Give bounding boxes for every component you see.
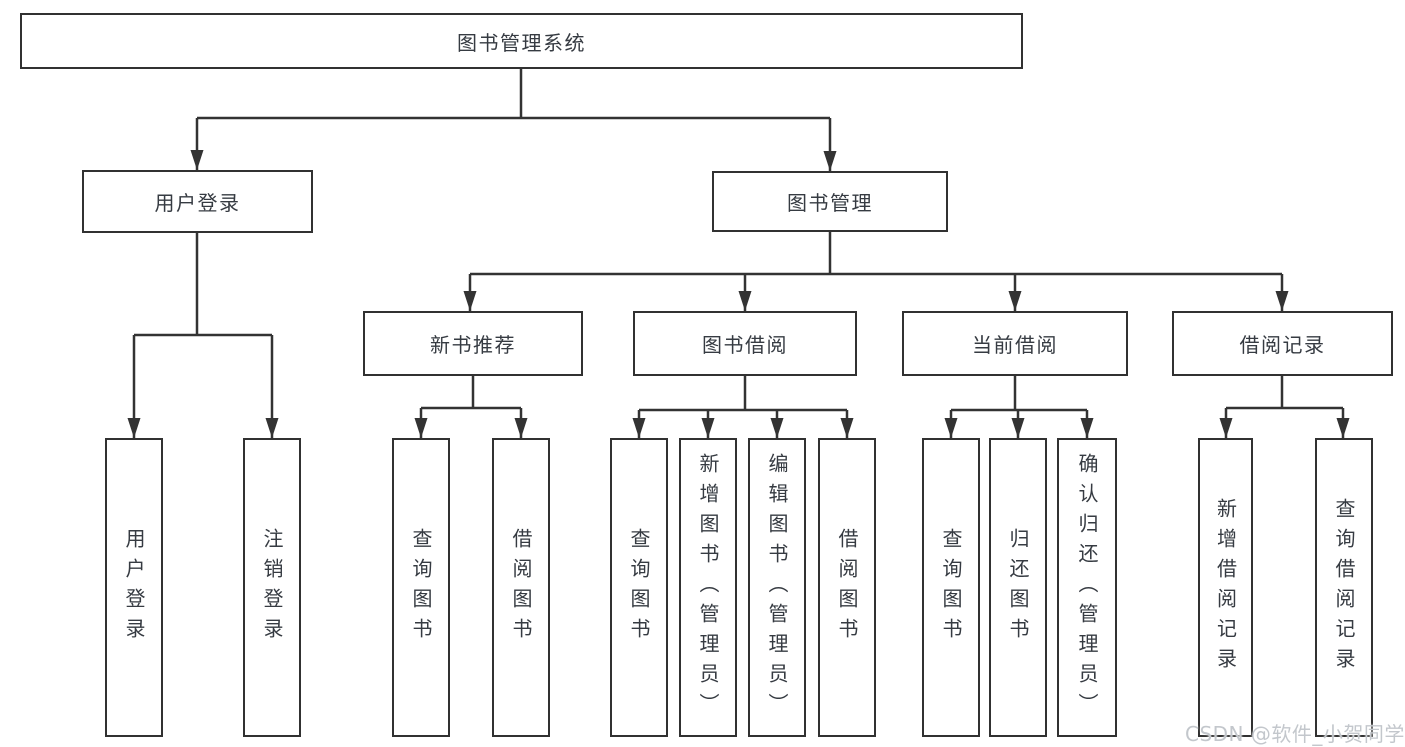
node-user-login-group: 用户登录 — [82, 170, 313, 233]
leaf-current-query-books: 查询图书 — [922, 438, 980, 737]
node-label: 新增借阅记录 — [1213, 497, 1238, 678]
node-label: 归还图书 — [1006, 527, 1030, 648]
node-label: 确认归还（管理员） — [1075, 452, 1099, 723]
node-label: 用户登录 — [122, 527, 146, 648]
leaf-logout-login: 注销登录 — [243, 438, 301, 737]
leaf-edit-books-admin: 编辑图书（管理员） — [748, 438, 806, 737]
node-borrow-records: 借阅记录 — [1172, 311, 1393, 376]
node-label: 借阅图书 — [835, 527, 859, 648]
node-label: 借阅图书 — [509, 527, 533, 648]
node-label: 图书借阅 — [702, 333, 788, 357]
leaf-return-books: 归还图书 — [989, 438, 1047, 737]
leaf-newbook-borrow-books: 借阅图书 — [492, 438, 550, 737]
node-label: 图书管理系统 — [457, 30, 586, 55]
leaf-confirm-return-admin: 确认归还（管理员） — [1057, 438, 1117, 737]
node-label: 图书管理 — [787, 191, 873, 215]
node-label: 查询图书 — [409, 527, 433, 648]
leaf-borrowing-borrow-books: 借阅图书 — [818, 438, 876, 737]
node-label: 新书推荐 — [430, 333, 516, 357]
node-library-management-system: 图书管理系统 — [20, 13, 1023, 69]
node-label: 查询图书 — [627, 527, 651, 648]
node-label: 查询借阅记录 — [1332, 497, 1356, 678]
leaf-add-borrow-record: 新增借阅记录 — [1198, 438, 1253, 737]
leaf-newbook-query-books: 查询图书 — [392, 438, 450, 737]
leaf-borrowing-query-books: 查询图书 — [610, 438, 668, 737]
node-label: 当前借阅 — [972, 333, 1058, 357]
node-label: 注销登录 — [260, 527, 284, 648]
node-new-book-recommendation: 新书推荐 — [363, 311, 583, 376]
node-book-borrowing: 图书借阅 — [633, 311, 857, 376]
leaf-add-books-admin: 新增图书（管理员） — [679, 438, 737, 737]
leaf-user-login: 用户登录 — [105, 438, 163, 737]
node-current-borrowing: 当前借阅 — [902, 311, 1128, 376]
node-label: 用户登录 — [154, 191, 241, 215]
node-label: 查询图书 — [939, 527, 963, 648]
leaf-query-borrow-record: 查询借阅记录 — [1315, 438, 1373, 737]
node-book-management: 图书管理 — [712, 171, 948, 232]
node-label: 借阅记录 — [1239, 333, 1326, 357]
csdn-watermark: CSDN @软件_小贺同学 — [1185, 722, 1405, 746]
node-label: 新增图书（管理员） — [696, 452, 720, 723]
node-label: 编辑图书（管理员） — [765, 452, 789, 723]
